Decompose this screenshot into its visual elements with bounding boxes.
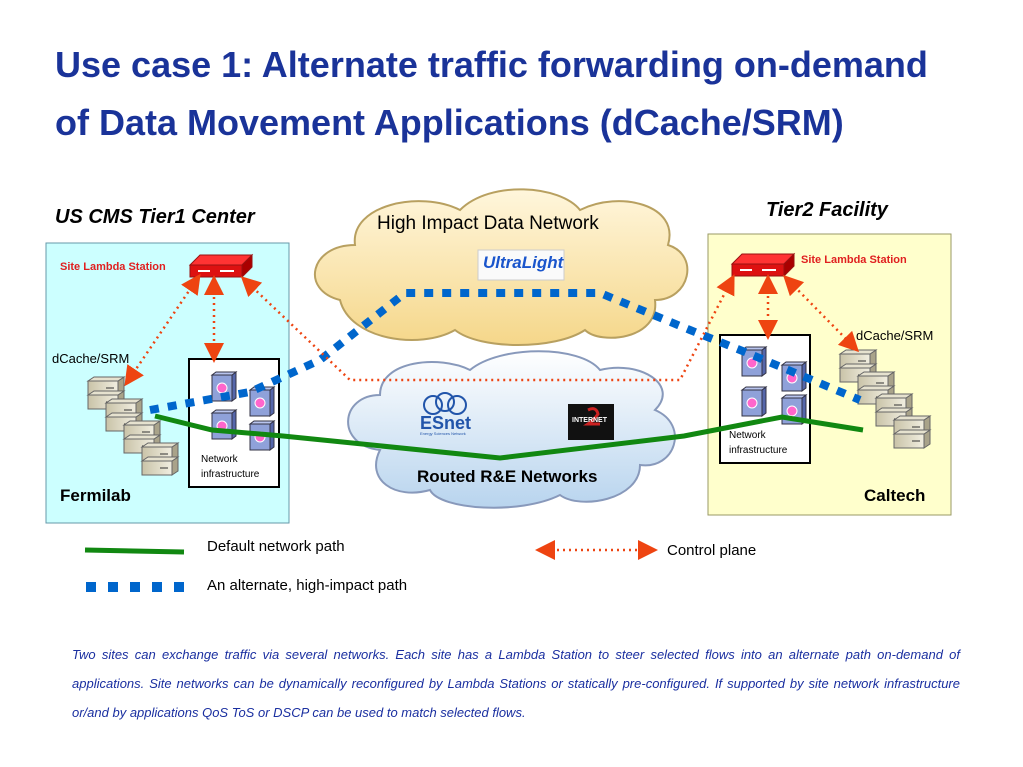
caltech-label: Caltech [864,486,926,505]
esnet-logo [423,392,467,415]
control-plane-lines [124,273,860,387]
ultralight-logo-text: UltraLight [483,253,564,272]
right-site-header: Tier2 Facility [766,199,888,221]
esnet-logo-subtext: Energy Sciences Network [420,431,466,436]
right-dcache-label: dCache/SRM [856,328,934,343]
legend-control-label: Control plane [667,542,757,559]
routed-re-networks-label: Routed R&E Networks [417,467,598,486]
legend-default-label: Default network path [207,538,345,555]
internet2-logo [568,404,614,440]
left-dcache-label: dCache/SRM [52,351,130,366]
caltech-lambda-router [731,253,795,277]
fermilab-lambda-router [189,254,253,278]
fermilab-label: Fermilab [60,486,131,505]
caption-text: Two sites can exchange traffic via sever… [72,647,960,720]
default-path-line [154,413,864,461]
routed-re-cloud [347,350,676,509]
legend-default-swatch [84,547,185,555]
esnet-logo-text: ESnet [420,413,472,433]
slide-title: Use case 1: Alternate traffic forwarding… [55,44,928,143]
right-lambda-station-label: Site Lambda Station [801,254,907,266]
left-lambda-station-label: Site Lambda Station [60,261,166,273]
legend-alternate-label: An alternate, high-impact path [207,577,408,594]
left-site-header: US CMS Tier1 Center [55,206,255,228]
high-impact-network-label: High Impact Data Network [377,213,599,234]
right-network-infrastructure-label: Network infrastructure [729,430,788,456]
internet2-logo-text: INTERNET [572,417,607,424]
left-network-infrastructure-label: Network infrastructure [201,454,260,480]
